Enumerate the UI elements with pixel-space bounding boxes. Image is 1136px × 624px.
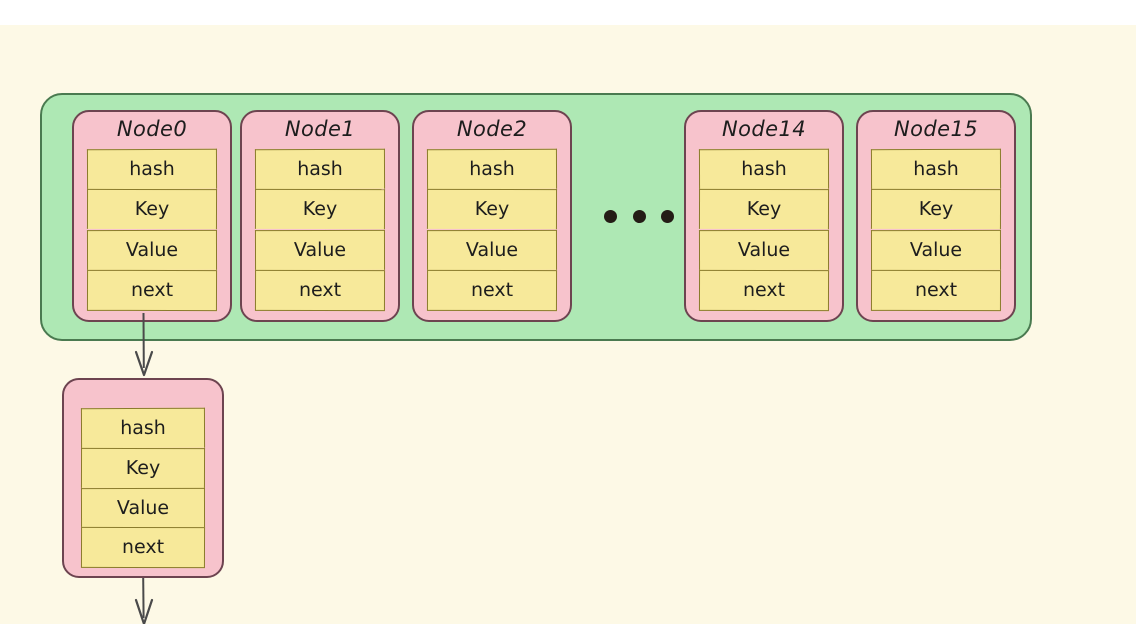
node-field-next: next	[86, 269, 218, 312]
overflow-node-box[interactable]: hash Key Value next	[62, 378, 224, 578]
overflow-node-field-hash: hash	[80, 407, 206, 448]
node-box-1[interactable]: Node1 hash Key Value next	[240, 110, 400, 322]
node-field-value: Value	[870, 229, 1002, 270]
overflow-node-field-value: Value	[80, 487, 206, 528]
node-field-next: next	[698, 269, 830, 312]
node-fields: hash Key Value next	[426, 148, 558, 312]
ellipsis-dot	[604, 209, 617, 223]
node-fields: hash Key Value next	[254, 148, 386, 312]
node-field-hash: hash	[870, 148, 1002, 190]
node-field-next: next	[254, 269, 386, 312]
node-field-key: Key	[870, 189, 1002, 230]
overflow-node-field-next: next	[80, 527, 206, 569]
node-box-0[interactable]: Node0 hash Key Value next	[72, 110, 232, 322]
node-title: Node2	[456, 117, 528, 141]
node-field-hash: hash	[86, 148, 218, 190]
node-field-key: Key	[426, 189, 558, 230]
overflow-node-fields: hash Key Value next	[80, 407, 206, 569]
node-field-next: next	[870, 269, 1002, 312]
overflow-node-field-key: Key	[80, 447, 206, 488]
node-fields: hash Key Value next	[698, 148, 830, 312]
node-fields: hash Key Value next	[870, 148, 1002, 312]
node-title: Node1	[284, 117, 356, 141]
node-field-value: Value	[426, 229, 558, 270]
node-box-15[interactable]: Node15 hash Key Value next	[856, 110, 1016, 322]
node-title: Node0	[116, 117, 188, 141]
node-field-hash: hash	[254, 148, 386, 190]
node-field-key: Key	[86, 189, 218, 230]
ellipsis-indicator	[604, 205, 674, 227]
node-title: Node14	[722, 117, 806, 141]
node-field-key: Key	[698, 189, 830, 230]
node-box-14[interactable]: Node14 hash Key Value next	[684, 110, 844, 322]
node-field-next: next	[426, 269, 558, 312]
node-field-value: Value	[254, 229, 386, 270]
node-field-key: Key	[254, 189, 386, 230]
node-box-2[interactable]: Node2 hash Key Value next	[412, 110, 572, 322]
node-title: Node15	[894, 117, 978, 141]
ellipsis-dot	[632, 209, 646, 223]
node-field-hash: hash	[698, 148, 830, 190]
ellipsis-dot	[661, 209, 674, 223]
node-fields: hash Key Value next	[86, 148, 218, 312]
node-field-value: Value	[86, 229, 218, 270]
node-field-value: Value	[698, 229, 830, 270]
node-field-hash: hash	[426, 148, 558, 190]
